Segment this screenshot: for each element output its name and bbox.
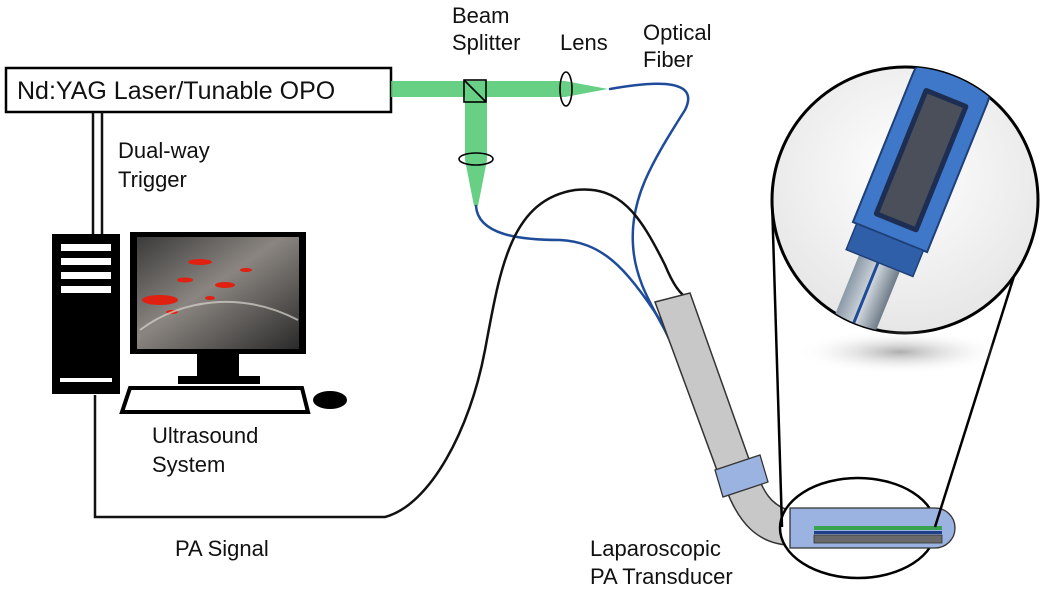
magnified-probe-view (770, 65, 1040, 374)
laser-beam (391, 81, 608, 206)
computer-tower (52, 234, 120, 394)
secondary-lens-icon (458, 152, 494, 166)
ultrasound-label-line1: Ultrasound (152, 423, 258, 448)
transducer-label-line1: Laparoscopic (590, 536, 721, 561)
optical-fiber-label-line2: Fiber (643, 47, 693, 72)
beam-splitter-icon (463, 79, 487, 103)
pa-signal-label: PA Signal (175, 536, 269, 561)
ultrasound-label-line2: System (152, 452, 225, 477)
trigger-cables (91, 112, 104, 236)
probe-tip-detail (778, 476, 956, 580)
optical-fiber-label-line1: Optical (643, 20, 711, 45)
trigger-label-line2: Trigger (118, 167, 187, 192)
probe-shadow (795, 330, 1005, 374)
laser-box: Nd:YAG Laser/Tunable OPO (4, 66, 393, 114)
trigger-label-line1: Dual-way (118, 138, 210, 163)
pa-signal-cable (93, 188, 689, 519)
ultrasound-monitor (130, 232, 306, 384)
beam-splitter-label-line2: Splitter (452, 30, 520, 55)
mouse-icon (313, 391, 347, 409)
pa-image-overlay (142, 259, 252, 314)
laser-label: Nd:YAG Laser/Tunable OPO (17, 77, 335, 105)
keyboard-icon (119, 386, 311, 414)
lens-label: Lens (560, 30, 608, 55)
transducer-label-line2: PA Transducer (590, 564, 733, 589)
lens-icon (559, 71, 573, 107)
beam-splitter-label-line1: Beam (452, 3, 509, 28)
